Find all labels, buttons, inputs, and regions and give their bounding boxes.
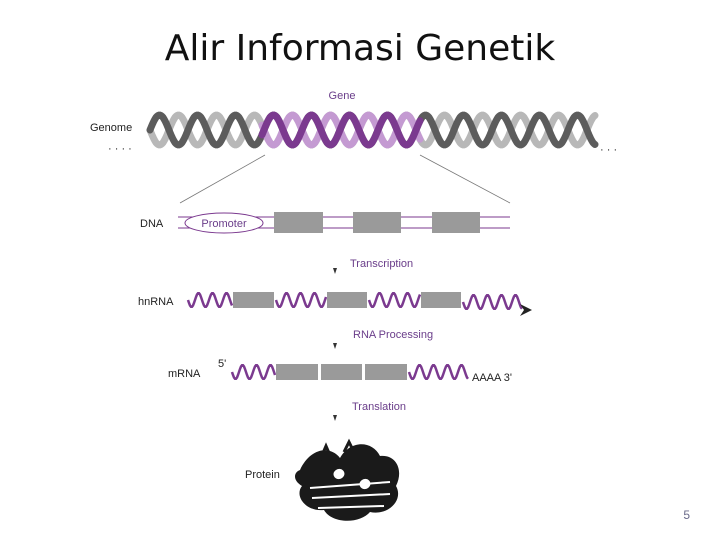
mrna-exon-1: [276, 364, 318, 380]
dna-label: DNA: [140, 218, 164, 230]
protein-structure: [295, 438, 400, 521]
gene-label: Gene: [329, 90, 356, 102]
hnrna-wave-2: [274, 291, 328, 309]
hnrna-exon-3: [421, 292, 461, 308]
hnrna-exon-2: [327, 292, 367, 308]
step-processing: RNA Processing: [353, 329, 433, 341]
zoom-line-right: [419, 154, 511, 204]
genome-dots-left: · · · ·: [108, 143, 132, 155]
genome-dots-right: · · ·: [600, 144, 617, 156]
genome-label: Genome: [90, 122, 132, 134]
step-transcription: Transcription: [350, 258, 413, 270]
gene-strand-front: [258, 111, 424, 149]
mrna-exon-2: [321, 364, 362, 380]
hnrna-arrowhead: [520, 304, 532, 316]
protein-label: Protein: [245, 469, 280, 481]
mrna-exon-3: [365, 364, 407, 380]
genome-helix: [146, 111, 599, 149]
mrna-5prime: 5': [218, 358, 226, 370]
promoter-label: Promoter: [201, 218, 247, 230]
hnrna-wave-1: [186, 291, 234, 309]
step-translation: Translation: [352, 401, 406, 413]
hnrna-label: hnRNA: [138, 296, 174, 308]
hnrna-exon-1: [233, 292, 274, 308]
slide-title: Alir Informasi Genetik: [164, 28, 556, 69]
mrna-tail: AAAA 3': [472, 372, 512, 384]
mrna-wave-2: [407, 363, 469, 381]
mrna-label: mRNA: [168, 368, 201, 380]
dna-exon-1: [274, 212, 323, 233]
arrow-translation: [333, 415, 337, 421]
slide-number: 5: [683, 508, 690, 522]
hnrna-wave-3: [367, 291, 422, 309]
dna-exon-2: [353, 212, 401, 233]
zoom-line-left: [179, 154, 266, 204]
hnrna-wave-4: [461, 293, 523, 311]
arrow-processing: [333, 343, 337, 349]
arrow-transcription: [333, 268, 337, 274]
mrna-wave-1: [230, 363, 277, 381]
dna-exon-3: [432, 212, 480, 233]
promoter-ellipse: [184, 212, 264, 234]
